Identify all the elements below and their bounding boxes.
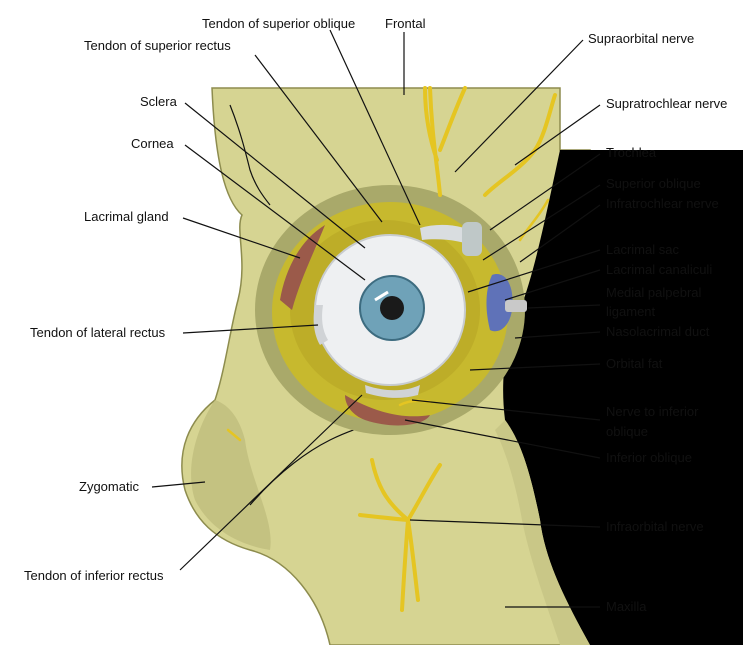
lacrimal-sac	[486, 274, 513, 332]
cornea-highlight	[374, 290, 389, 302]
leader-cornea	[184, 144, 366, 281]
zygomatic-nerve-twig	[226, 428, 242, 442]
label-lacrimal-sac: Lacrimal sac	[606, 242, 679, 257]
leader-nerve-inferior-oblique	[411, 399, 601, 421]
supratrochlear-nerve	[483, 93, 557, 197]
leader-tendon-inferior-rectus	[179, 394, 363, 571]
leader-sclera	[184, 102, 366, 249]
pupil	[380, 296, 404, 320]
label-supratrochlear-nerve: Supratrochlear nerve	[606, 96, 727, 111]
leader-medial-palpebral-ligament	[527, 304, 601, 309]
label-supraorbital-nerve: Supraorbital nerve	[588, 31, 694, 46]
label-medial-palpebral-1: Medial palpebral	[606, 285, 702, 300]
supraorbital-nerve	[423, 86, 467, 197]
label-superior-oblique: Superior oblique	[606, 176, 701, 191]
label-infratrochlear-nerve: Infratrochlear nerve	[606, 196, 719, 211]
leader-tendon-lateral-rectus	[182, 324, 319, 334]
leader-tendon-superior-rectus	[254, 54, 383, 223]
leader-trochlea	[489, 153, 601, 231]
suture-line-2	[229, 104, 271, 206]
label-inferior-oblique: Inferior oblique	[606, 450, 692, 465]
label-nerve-inferior-oblique-1: Nerve to inferior	[606, 404, 699, 419]
label-tendon-superior-oblique: Tendon of superior oblique	[202, 16, 355, 31]
lacrimal-gland	[280, 225, 325, 310]
trochlea	[462, 222, 482, 256]
leader-infratrochlear-nerve	[519, 204, 601, 263]
leader-zygomatic	[151, 481, 206, 488]
nasal-cavity	[503, 150, 743, 645]
label-tendon-superior-rectus: Tendon of superior rectus	[84, 38, 231, 53]
leader-supratrochlear-nerve	[514, 104, 601, 166]
label-nerve-inferior-oblique-2: oblique	[606, 424, 648, 439]
leader-superior-oblique	[482, 184, 601, 261]
label-medial-palpebral-2: ligament	[606, 304, 656, 319]
label-infraorbital-nerve: Infraorbital nerve	[606, 519, 704, 534]
label-frontal: Frontal	[385, 16, 426, 31]
label-cornea: Cornea	[131, 136, 174, 151]
medial-palpebral-ligament	[505, 300, 527, 312]
orbit	[255, 185, 527, 435]
label-sclera: Sclera	[140, 94, 178, 109]
leader-lacrimal-sac	[467, 249, 601, 293]
label-nasolacrimal-duct: Nasolacrimal duct	[606, 324, 710, 339]
label-tendon-inferior-rectus: Tendon of inferior rectus	[24, 568, 164, 583]
leader-nasolacrimal-duct	[514, 331, 601, 339]
leader-tendon-superior-oblique	[329, 29, 421, 226]
inferior-oblique-muscle	[345, 395, 430, 426]
label-maxilla: Maxilla	[606, 599, 647, 614]
labels: Tendon of superior oblique Frontal Tendo…	[24, 16, 727, 614]
nerves	[226, 86, 557, 612]
lateral-rectus-tendon	[313, 305, 328, 345]
infraorbital-nerve	[358, 458, 442, 612]
label-lacrimal-canaliculi: Lacrimal canaliculi	[606, 262, 712, 277]
zygomatic-shadow	[191, 400, 271, 550]
inferior-rectus-tendon	[365, 385, 420, 398]
label-lacrimal-gland: Lacrimal gland	[84, 209, 169, 224]
leader-supraorbital-nerve	[454, 39, 584, 173]
iris-ring	[359, 275, 425, 341]
label-orbital-fat: Orbital fat	[606, 356, 663, 371]
leader-orbital-fat	[469, 363, 601, 371]
infratrochlear-nerve	[518, 198, 550, 242]
nasal-bone-edge	[495, 420, 590, 645]
label-zygomatic: Zygomatic	[79, 479, 139, 494]
leader-infraorbital-nerve	[409, 519, 601, 528]
leader-lacrimal-canaliculi	[504, 269, 601, 301]
label-trochlea: Trochlea	[606, 145, 657, 160]
leader-inferior-oblique	[404, 419, 601, 459]
leader-lines	[151, 29, 601, 608]
leader-lacrimal-gland	[182, 217, 301, 259]
label-tendon-lateral-rectus: Tendon of lateral rectus	[30, 325, 166, 340]
